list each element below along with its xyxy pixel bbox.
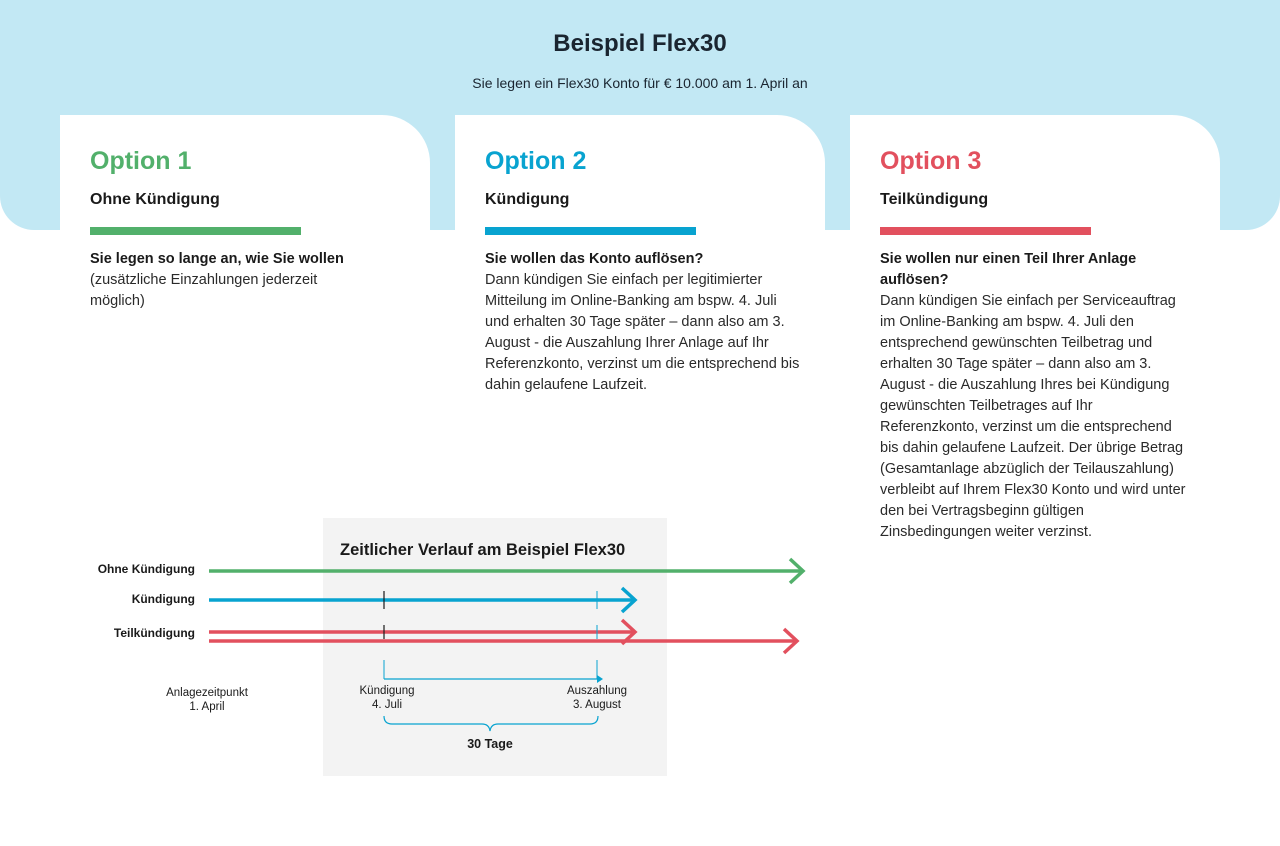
notice-label: Kündigung 4. Juli: [337, 684, 437, 712]
timeline-row-label-ohne: Ohne Kündigung: [97, 562, 195, 576]
option-card-2: Option 2 Kündigung Sie wollen das Konto …: [455, 115, 825, 515]
option-2-lead: Sie wollen das Konto auflösen?: [485, 251, 704, 267]
arrow-head-teil-2: [782, 627, 800, 655]
option-3-color-bar: [880, 227, 1091, 235]
option-2-body: Dann kündigen Sie einfach per legitimier…: [485, 272, 800, 393]
option-3-title: Option 3: [880, 147, 982, 175]
payout-label-line2: 3. August: [573, 699, 621, 711]
page-title: Beispiel Flex30: [553, 30, 727, 57]
arrow-head-kuendigung: [620, 586, 638, 614]
timeline-title: Zeitlicher Verlauf am Beispiel Flex30: [340, 541, 626, 559]
notice-label-line2: 4. Juli: [371, 699, 403, 711]
start-label-line1: Anlagezeitpunkt: [166, 687, 248, 699]
start-label: Anlagezeitpunkt 1. April: [147, 686, 267, 714]
option-1-color-bar: [90, 227, 301, 235]
option-2-title: Option 2: [485, 147, 587, 175]
period-brace: [383, 715, 599, 732]
period-label: 30 Tage: [467, 737, 513, 751]
option-3-subtitle: Teilkündigung: [880, 191, 989, 208]
option-1-title: Option 1: [90, 147, 192, 175]
timeline-panel: [323, 518, 667, 776]
arrow-head-ohne: [788, 557, 806, 585]
option-1-body: (zusätzliche Einzahlungen jederzeit mögl…: [90, 272, 318, 309]
option-2-subtitle: Kündigung: [485, 191, 570, 208]
timeline-row-label-teil: Teilkündigung: [113, 626, 195, 640]
option-2-color-bar: [485, 227, 696, 235]
payout-label-line1: Auszahlung: [566, 685, 628, 697]
option-1-lead: Sie legen so lange an, wie Sie wollen: [90, 251, 344, 267]
option-1-subtitle: Ohne Kündigung: [90, 191, 220, 208]
option-3-lead: Sie wollen nur einen Teil Ihrer Anlage a…: [880, 251, 1137, 288]
notice-label-line1: Kündigung: [359, 685, 415, 697]
payout-label: Auszahlung 3. August: [547, 684, 647, 712]
option-card-1: Option 1 Ohne Kündigung Sie legen so lan…: [60, 115, 430, 515]
timeline-row-label-kuendigung: Kündigung: [131, 592, 195, 606]
option-3-body: Dann kündigen Sie einfach per Serviceauf…: [880, 293, 1186, 540]
option-card-3: Option 3 Teilkündigung Sie wollen nur ei…: [850, 115, 1220, 540]
page-subtitle: Sie legen ein Flex30 Konto für € 10.000 …: [472, 75, 808, 91]
period-arrow-head: [597, 675, 603, 683]
start-label-line2: 1. April: [189, 701, 225, 713]
